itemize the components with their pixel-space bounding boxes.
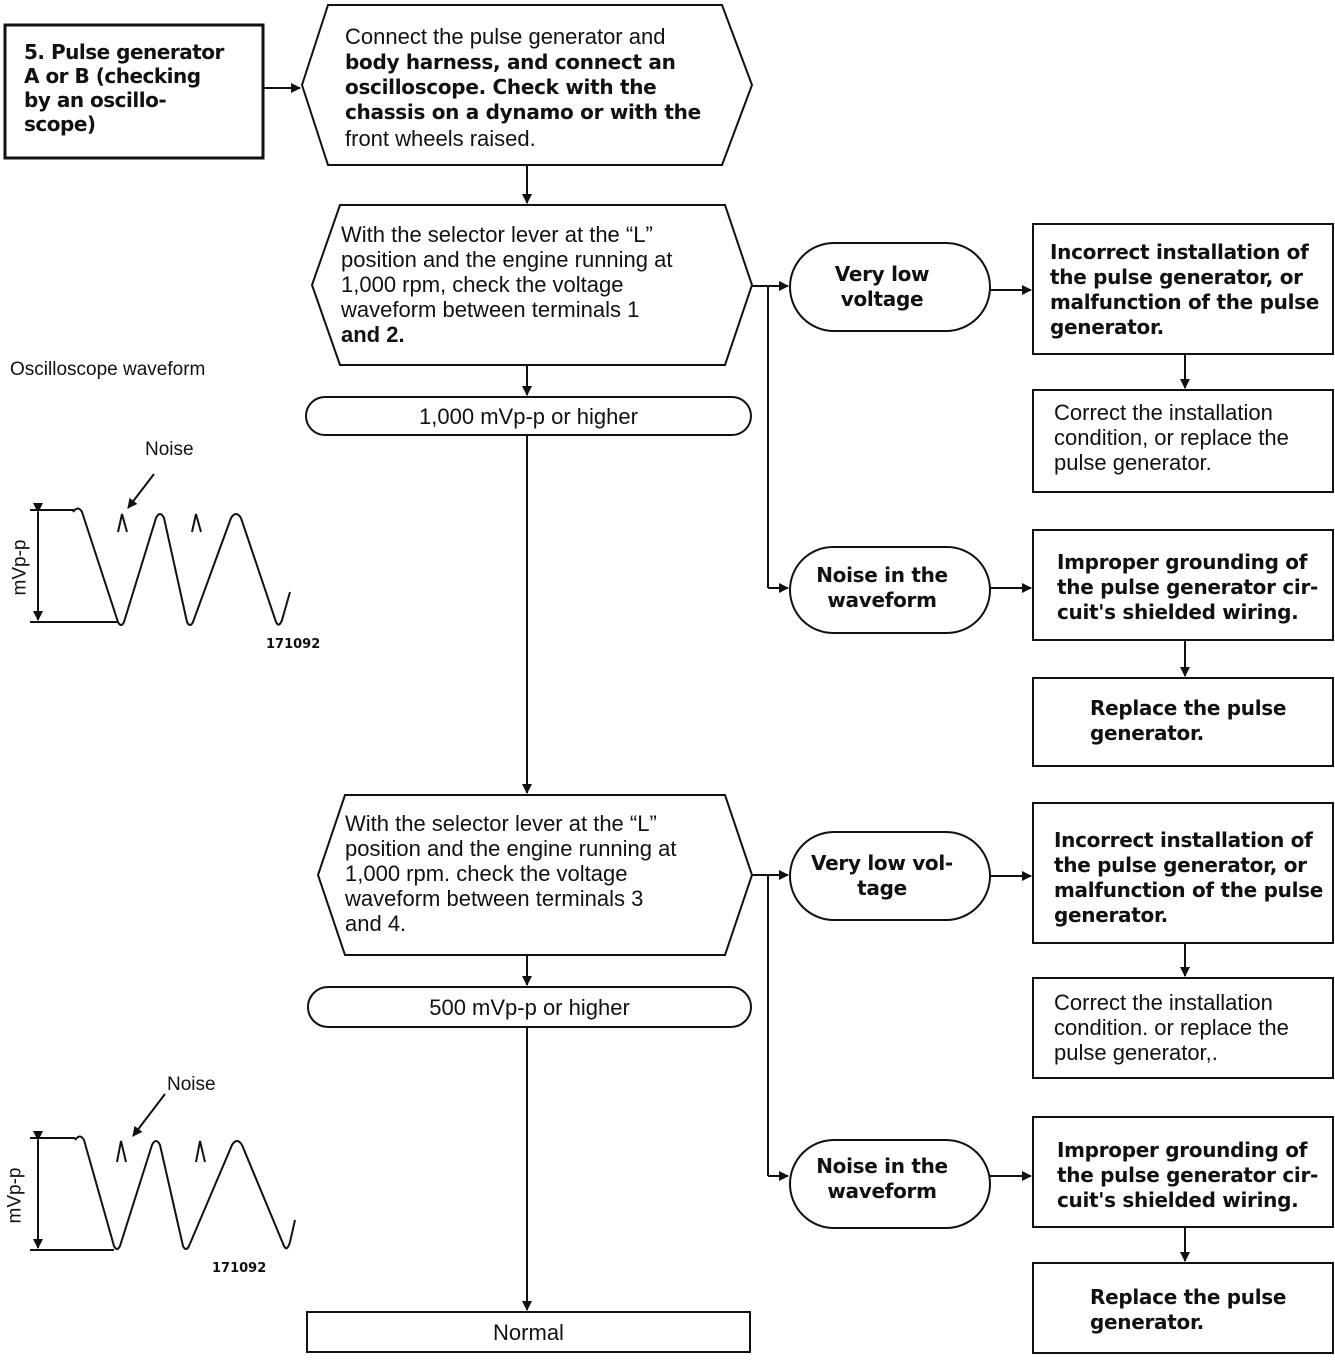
waveform2-noise-label: Noise (167, 1074, 216, 1095)
branch2-fix-text: Correct the installation condition. or r… (1054, 990, 1289, 1065)
normal-box (306, 1311, 751, 1353)
branch2-noise-oval (789, 1139, 991, 1229)
waveform1-y-label: mVp-p (9, 539, 31, 596)
waveform2-plot (30, 1093, 296, 1251)
waveform1-fig-number: 171092 (266, 637, 321, 652)
branch2-noise-fix-text: Replace the pulse generator. (1090, 1285, 1287, 1334)
connect-line1: Connect the pulse generator and (345, 24, 666, 49)
check1-hexagon (310, 204, 754, 366)
branch2-cause-text: Incorrect installation of the pulse gene… (1054, 828, 1323, 927)
normal-label: Normal (493, 1320, 564, 1345)
start-label: 5. Pulse generator A or B (checking by a… (24, 40, 224, 136)
result2-label: 500 mVp-p or higher (429, 995, 630, 1020)
result2-pill (307, 986, 752, 1028)
branch2-fix-box (1032, 977, 1334, 1079)
branch1-low-label: Very low voltage (834, 262, 930, 311)
branch2-noise-fix-box (1032, 1262, 1334, 1354)
branch1-noise-fix-text: Replace the pulse generator. (1090, 696, 1287, 745)
waveform2-y-label: mVp-p (4, 1167, 26, 1224)
branch2-low-label: Very low vol- tage (811, 851, 953, 900)
branch1-cause-box (1032, 223, 1334, 355)
waveform2-fig-number: 171092 (212, 1261, 267, 1276)
branch1-fix-text: Correct the installation condition, or r… (1054, 400, 1289, 475)
waveform1-noise-label: Noise (145, 439, 194, 460)
check1-tail: and 2. (341, 322, 405, 347)
branch1-fix-box (1032, 389, 1334, 493)
start-box (3, 23, 265, 160)
branch1-noise-cause-box (1032, 529, 1334, 641)
check2-hexagon (316, 794, 754, 956)
branch2-noise-label: Noise in the waveform (816, 1154, 948, 1203)
check1-text: With the selector lever at the “L” posit… (341, 222, 673, 322)
check2-text: With the selector lever at the “L” posit… (345, 811, 677, 936)
branch1-cause-text: Incorrect installation of the pulse gene… (1050, 240, 1319, 339)
connect-hexagon (300, 4, 754, 166)
result1-label: 1,000 mVp-p or higher (419, 404, 638, 429)
branch1-noise-label: Noise in the waveform (816, 563, 948, 612)
branch1-noise-fix-box (1032, 677, 1334, 767)
connect-last: front wheels raised. (345, 126, 536, 151)
branch2-noise-cause-text: Improper grounding of the pulse generato… (1057, 1138, 1319, 1212)
waveform1-caption: Oscilloscope waveform (10, 359, 206, 380)
branch2-noise-cause-box (1032, 1116, 1334, 1228)
branch1-low-oval (789, 242, 991, 332)
branch2-cause-box (1032, 802, 1334, 944)
branch1-noise-cause-text: Improper grounding of the pulse generato… (1057, 550, 1319, 624)
result1-pill (305, 396, 752, 436)
connect-text: body harness, and connect an oscilloscop… (345, 50, 701, 124)
branch1-noise-oval (789, 546, 991, 634)
waveform1-plot (30, 473, 291, 626)
